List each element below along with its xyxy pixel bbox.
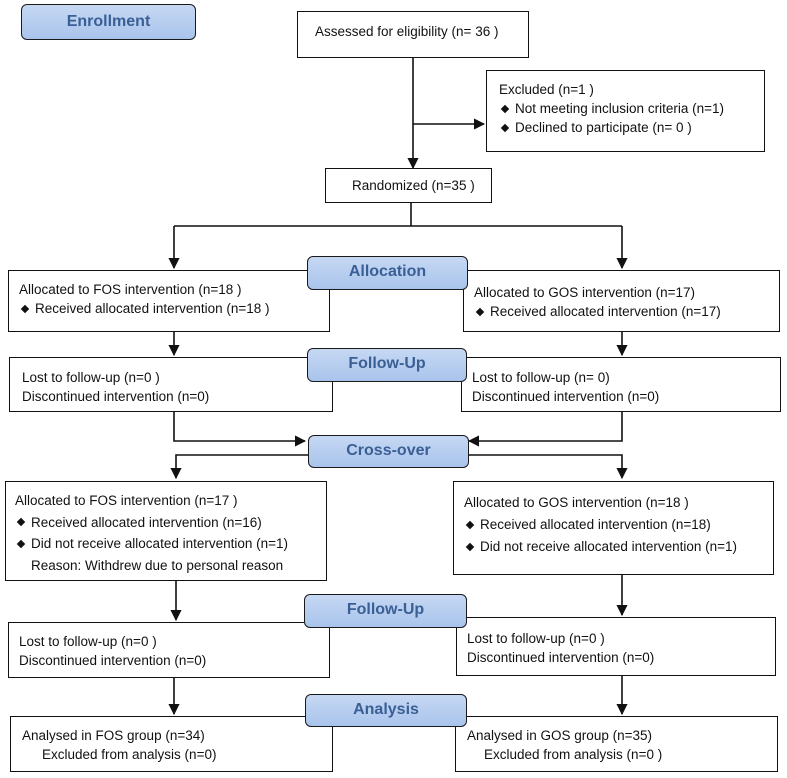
allocation-right-item: Received allocated intervention (n=17) — [490, 304, 721, 319]
excluded-item: Declined to participate (n= 0 ) — [515, 120, 692, 135]
analysis-left-count: Analysed in FOS group (n=34) — [22, 728, 205, 743]
allocation-right-title: Allocated to GOS intervention (n=17) — [474, 285, 695, 300]
crossover-left-title: Allocated to FOS intervention (n=17 ) — [15, 493, 238, 508]
crossover-left-item: Received allocated intervention (n=16) — [31, 514, 262, 530]
assessed-text: Assessed for eligibility (n= 36 ) — [315, 24, 499, 39]
analysis-right-excluded: Excluded from analysis (n=0 ) — [484, 747, 663, 762]
bullet-icon — [16, 518, 26, 527]
excluded-box: Excluded (n=1 ) Not meeting inclusion cr… — [486, 70, 765, 152]
allocation-left-title: Allocated to FOS intervention (n=18 ) — [19, 282, 242, 297]
followup1-right-lost: Lost to follow-up (n= 0) — [472, 370, 610, 385]
analysis-right-count: Analysed in GOS group (n=35) — [467, 728, 652, 743]
bullet-icon — [465, 542, 475, 552]
bullet-icon — [20, 304, 30, 314]
followup1-left-box: Lost to follow-up (n=0 ) Discontinued in… — [9, 357, 333, 412]
followup2-right-lost: Lost to follow-up (n=0 ) — [467, 631, 605, 646]
arrow-crossover-left — [170, 454, 308, 480]
crossover-right-box: Allocated to GOS intervention (n=18 ) Re… — [453, 481, 774, 575]
followup1-left-disc: Discontinued intervention (n=0) — [22, 389, 210, 404]
allocation-left-box: Allocated to FOS intervention (n=18 ) Re… — [8, 270, 330, 332]
followup1-left-lost: Lost to follow-up (n=0 ) — [22, 370, 160, 385]
stage-allocation: Allocation — [307, 256, 468, 290]
allocation-left-item: Received allocated intervention (n=18 ) — [35, 301, 270, 316]
arrow-crossover-right — [466, 454, 628, 480]
bullet-icon — [16, 539, 26, 549]
randomized-box: Randomized (n=35 ) — [325, 168, 492, 203]
bullet-icon — [475, 307, 485, 317]
bullet-icon — [500, 104, 510, 114]
followup1-right-box: Lost to follow-up (n= 0) Discontinued in… — [461, 357, 781, 412]
bullet-icon — [465, 520, 475, 530]
excluded-item: Not meeting inclusion criteria (n=1) — [515, 101, 724, 116]
allocation-right-box: Allocated to GOS intervention (n=17) Rec… — [463, 270, 780, 332]
stage-followup-2: Follow-Up — [304, 594, 467, 628]
followup2-left-lost: Lost to follow-up (n=0 ) — [19, 634, 157, 649]
assessed-box: Assessed for eligibility (n= 36 ) — [297, 11, 529, 58]
followup2-right-box: Lost to follow-up (n=0 ) Discontinued in… — [456, 617, 776, 676]
crossover-left-note: Reason: Withdrew due to personal reason — [31, 557, 284, 573]
crossover-left-item: Did not receive allocated intervention (… — [31, 536, 289, 551]
analysis-right-box: Analysed in GOS group (n=35) Excluded fr… — [455, 716, 778, 772]
arrow-fu1-crossover-right — [467, 412, 623, 447]
bullet-icon — [500, 123, 510, 133]
stage-followup-1: Follow-Up — [307, 348, 467, 382]
crossover-right-title: Allocated to GOS intervention (n=18 ) — [464, 495, 689, 510]
crossover-right-item: Did not receive allocated intervention (… — [480, 539, 738, 554]
followup2-left-disc: Discontinued intervention (n=0) — [19, 653, 207, 668]
crossover-left-box: Allocated to FOS intervention (n=17 ) Re… — [5, 481, 327, 581]
excluded-title: Excluded (n=1 ) — [499, 82, 594, 97]
followup2-left-box: Lost to follow-up (n=0 ) Discontinued in… — [8, 622, 330, 678]
arrow-fu1-crossover-left — [173, 412, 307, 447]
stage-crossover: Cross-over — [308, 435, 469, 468]
followup1-right-disc: Discontinued intervention (n=0) — [472, 389, 660, 404]
followup2-right-disc: Discontinued intervention (n=0) — [467, 650, 655, 665]
analysis-left-box: Analysed in FOS group (n=34) Excluded fr… — [10, 716, 333, 772]
crossover-right-item: Received allocated intervention (n=18) — [480, 517, 711, 532]
stage-enrollment: Enrollment — [21, 4, 196, 40]
analysis-left-excluded: Excluded from analysis (n=0) — [42, 747, 217, 762]
stage-analysis: Analysis — [305, 694, 467, 727]
randomized-text: Randomized (n=35 ) — [352, 178, 475, 193]
